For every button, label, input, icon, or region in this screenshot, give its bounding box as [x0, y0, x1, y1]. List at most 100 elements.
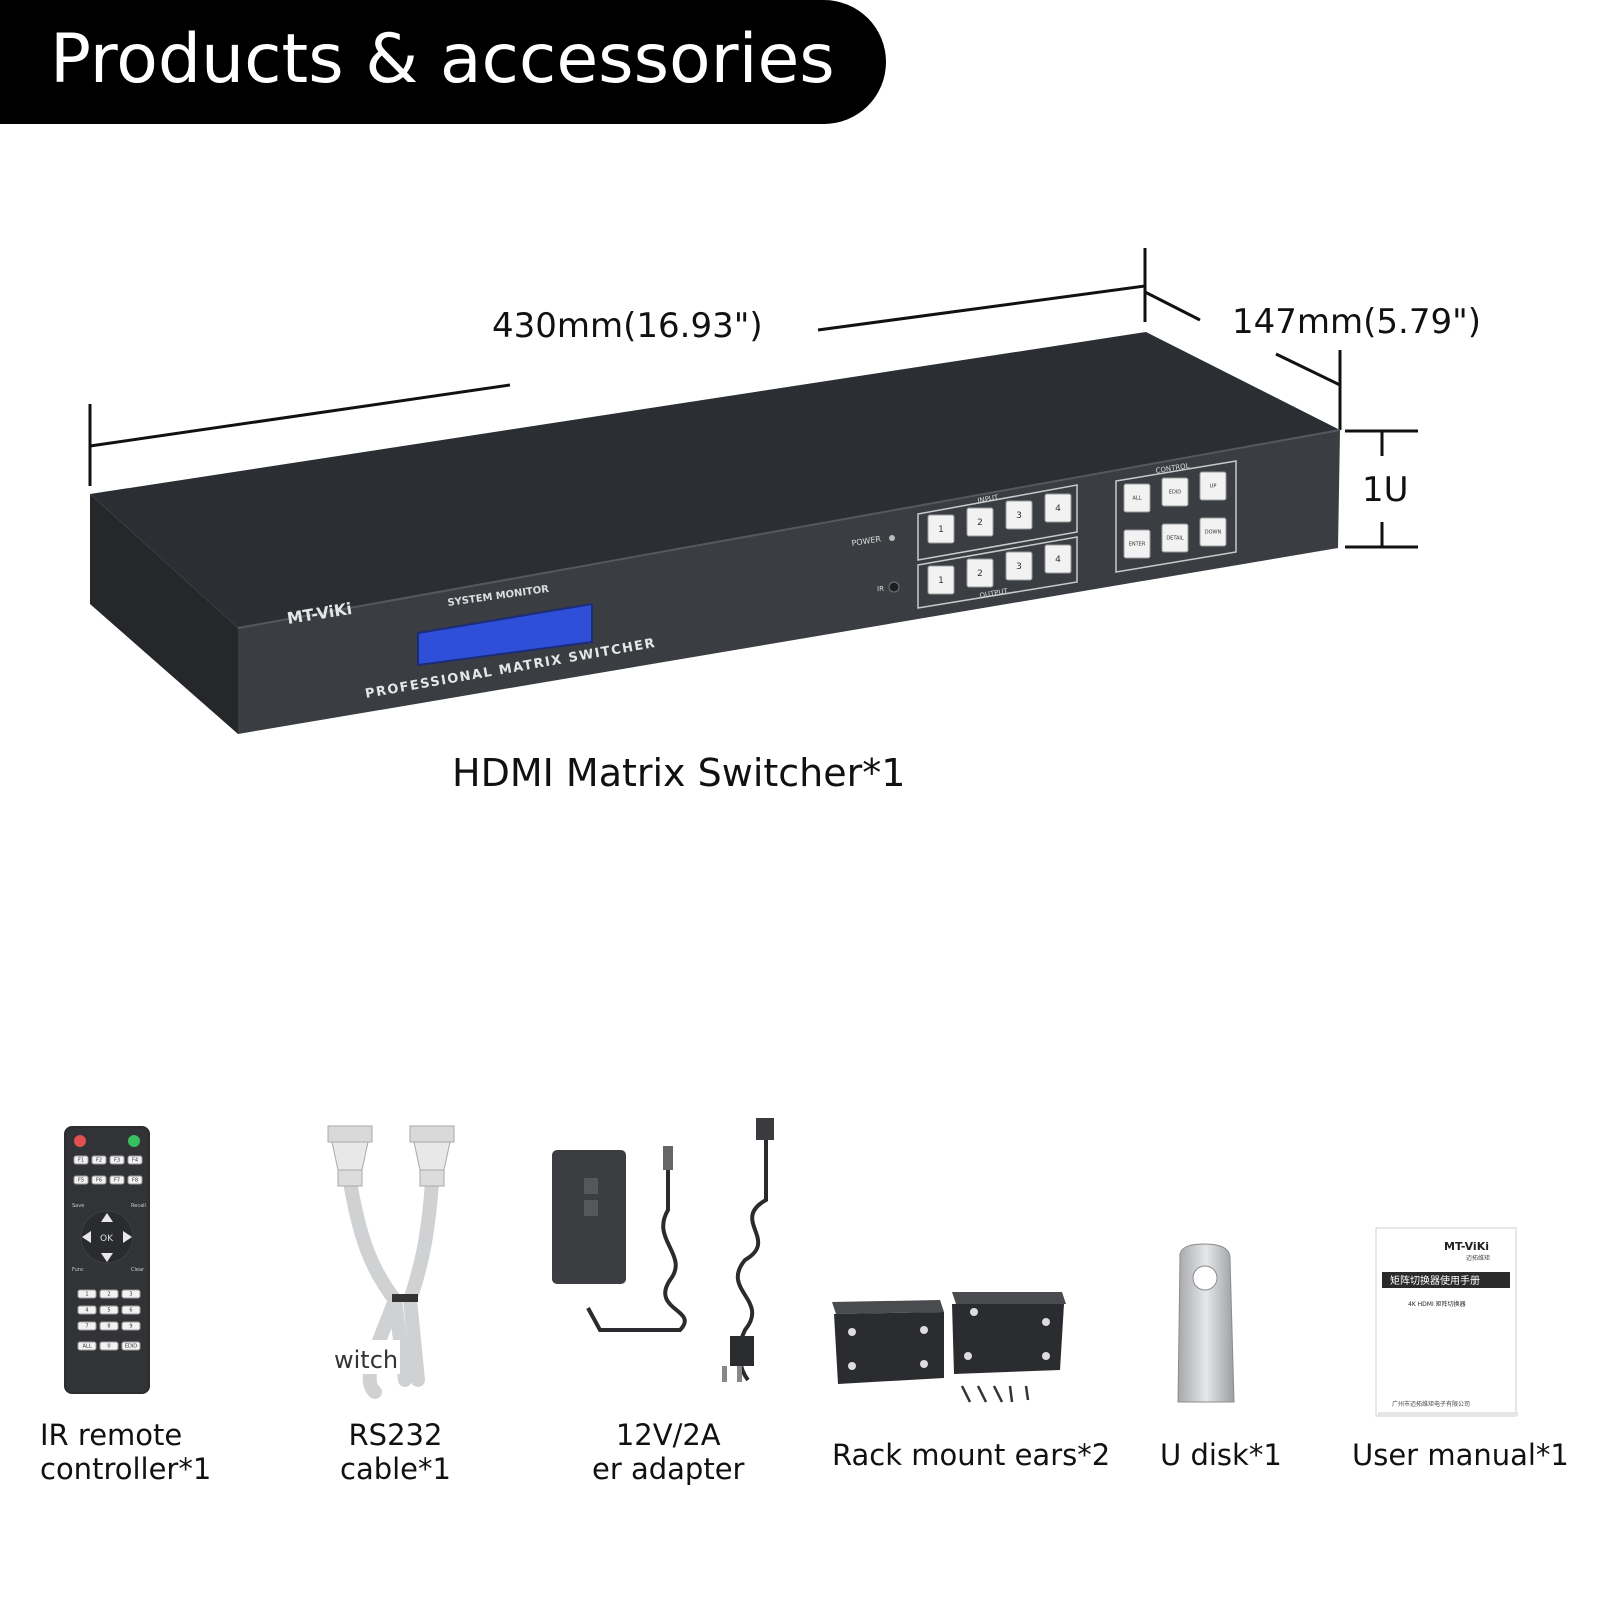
- remote-key-edid-label: EDID: [125, 1344, 137, 1350]
- control-button-edid-label: EDID: [1169, 490, 1181, 496]
- remote-key-all-label: ALL: [83, 1344, 92, 1350]
- switcher-caption: HDMI Matrix Switcher*1: [452, 751, 906, 795]
- remote-key-f2: F2: [91, 1155, 107, 1165]
- remote-key-f5-label: F5: [78, 1178, 84, 1184]
- caption-line1: User manual*1: [1352, 1438, 1569, 1472]
- ir-label: IR: [877, 585, 884, 593]
- remote-key-f3-label: F3: [114, 1158, 120, 1164]
- input-button-2-label: 2: [977, 518, 983, 528]
- remote-key-f4: F4: [127, 1155, 143, 1165]
- caption-line1: Rack mount ears*2: [832, 1438, 1111, 1472]
- caption-line1: IR remote: [40, 1418, 183, 1452]
- control-button-enter: ENTER: [1123, 529, 1151, 559]
- remote-func-label: Func: [72, 1267, 84, 1273]
- remote-key-f3: F3: [109, 1155, 125, 1165]
- remote-key-0-label: 0: [107, 1344, 110, 1350]
- accessory-caption-u-disk: U disk*1: [1160, 1438, 1282, 1472]
- caption-line1: U disk*1: [1160, 1438, 1282, 1472]
- remote-key-5-label: 5: [107, 1308, 110, 1314]
- device-side-panel: [90, 494, 238, 734]
- remote-key-f2-label: F2: [96, 1158, 102, 1164]
- input-button-4-label: 4: [1055, 504, 1061, 514]
- input-button-3-label: 3: [1016, 511, 1022, 521]
- remote-key-8-label: 8: [107, 1324, 110, 1330]
- caption-line1: 12V/2A: [615, 1418, 721, 1452]
- remote-key-f6: F6: [91, 1175, 107, 1185]
- output-button-2: 2: [966, 558, 994, 588]
- output-button-1: 1: [927, 565, 955, 595]
- manual-brand-sub: 迈拓维矩: [1466, 1254, 1490, 1262]
- rs232-label-fragment: witch: [334, 1346, 398, 1374]
- input-button-1: 1: [927, 514, 955, 544]
- remote-key-edid: EDID: [121, 1341, 141, 1351]
- adapter-brick: [552, 1150, 626, 1284]
- input-button-2: 2: [966, 507, 994, 537]
- remote-key-f1-label: F1: [78, 1158, 84, 1164]
- height-dimension-label: 1U: [1362, 470, 1409, 510]
- rack-ear-left: [832, 1300, 944, 1384]
- remote-key-6: 6: [121, 1305, 141, 1315]
- accessory-caption-power-adapter: 12V/2A er adapter: [592, 1418, 744, 1486]
- manual-brand: MT-ViKi: [1444, 1240, 1489, 1253]
- control-button-enter-label: ENTER: [1129, 542, 1146, 548]
- output-button-1-label: 1: [938, 576, 944, 586]
- down-arrow-icon: [101, 1253, 113, 1262]
- rack-ear-right: [952, 1292, 1066, 1374]
- remote-key-7-label: 7: [85, 1324, 88, 1330]
- input-button-3: 3: [1005, 500, 1033, 530]
- output-button-4: 4: [1044, 544, 1072, 574]
- remote-dpad: [80, 1210, 134, 1264]
- remote-key-all: ALL: [77, 1341, 97, 1351]
- caption-line2: controller*1: [40, 1452, 212, 1486]
- depth-dimension-label: 147mm(5.79"): [1232, 302, 1482, 342]
- control-button-up-label: UP: [1210, 484, 1217, 490]
- input-button-1-label: 1: [938, 525, 944, 535]
- manual-subtitle: 4K HDMI 矩阵切换器: [1408, 1300, 1466, 1308]
- screws-icon: [960, 1385, 1030, 1403]
- remote-key-f5: F5: [73, 1175, 89, 1185]
- header-banner: Products & accessories: [0, 0, 886, 124]
- control-button-detail: DETAIL: [1161, 523, 1189, 553]
- remote-key-f7: F7: [109, 1175, 125, 1185]
- remote-key-f8: F8: [127, 1175, 143, 1185]
- remote-ok-label: OK: [100, 1234, 114, 1244]
- control-button-down: DOWN: [1199, 517, 1227, 547]
- output-button-3: 3: [1005, 551, 1033, 581]
- accessory-caption-rs232: RS232 cable*1: [340, 1418, 451, 1486]
- page-title: Products & accessories: [50, 20, 835, 99]
- remote-key-7: 7: [77, 1321, 97, 1331]
- input-label: INPUT: [977, 493, 1000, 505]
- control-button-up: UP: [1199, 471, 1227, 501]
- remote-red-button: [74, 1135, 86, 1147]
- db9-connector-right: [409, 1125, 455, 1187]
- us-plug-icon: [722, 1336, 754, 1382]
- control-button-edid: EDID: [1161, 477, 1189, 507]
- up-arrow-icon: [101, 1213, 113, 1222]
- control-button-all: ALL: [1123, 483, 1151, 513]
- remote-key-3: 3: [121, 1289, 141, 1299]
- remote-key-1: 1: [77, 1289, 97, 1299]
- input-button-4: 4: [1044, 493, 1072, 523]
- output-button-3-label: 3: [1016, 562, 1022, 572]
- length-dimension-label: 430mm(16.93"): [492, 306, 763, 346]
- remote-clear-label: Clear: [131, 1267, 145, 1273]
- remote-key-8: 8: [99, 1321, 119, 1331]
- remote-key-2: 2: [99, 1289, 119, 1299]
- remote-key-5: 5: [99, 1305, 119, 1315]
- caption-line1: RS232: [348, 1418, 443, 1452]
- remote-key-6-label: 6: [129, 1308, 132, 1314]
- remote-key-2-label: 2: [107, 1292, 110, 1298]
- remote-key-f1: F1: [73, 1155, 89, 1165]
- output-button-4-label: 4: [1055, 555, 1061, 565]
- remote-key-9-label: 9: [129, 1324, 132, 1330]
- lcd-screen: [417, 602, 593, 667]
- left-arrow-icon: [82, 1231, 91, 1243]
- remote-key-f6-label: F6: [96, 1178, 102, 1184]
